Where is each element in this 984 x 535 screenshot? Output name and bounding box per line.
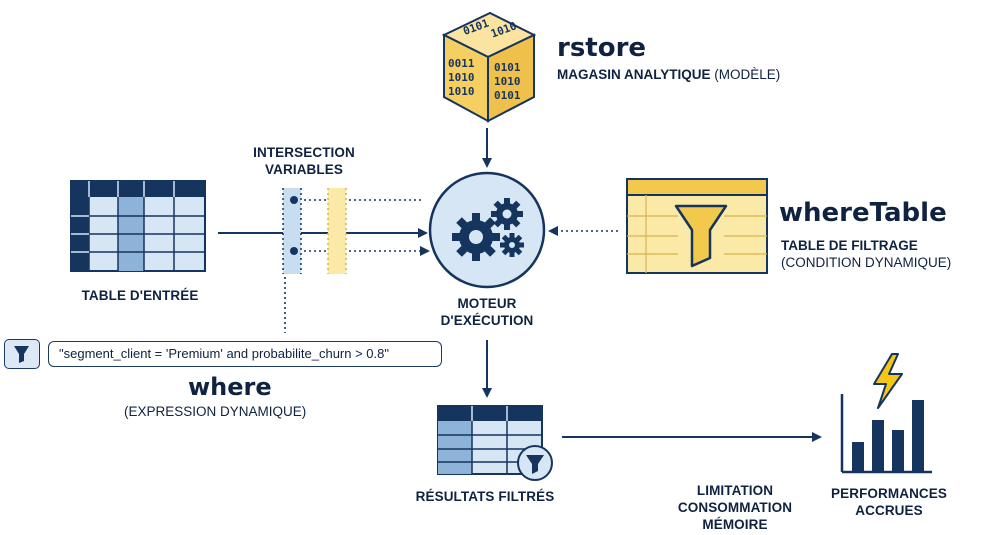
wheretable-subtitle1: TABLE DE FILTRAGE — [781, 238, 918, 253]
memory-line1: LIMITATION — [696, 483, 774, 498]
intersection-label: INTERSECTION VARIABLES — [244, 144, 364, 178]
binary-cube-icon: 0011 1010 1010 0101 1010 0101 0101 1010 — [441, 11, 537, 123]
svg-text:0101: 0101 — [494, 89, 521, 102]
memory-line3: MÉMOIRE — [702, 517, 768, 532]
where-subtitle: (EXPRESSION DYNAMIQUE) — [124, 404, 307, 419]
memory-line2: CONSOMMATION — [677, 500, 793, 515]
gears-icon — [428, 171, 546, 289]
variable-columns — [282, 188, 347, 274]
results-table-icon — [437, 405, 553, 481]
filter-button[interactable] — [4, 339, 40, 369]
rstore-subtitle: MAGASIN ANALYTIQUE (MODÈLE) — [557, 66, 780, 83]
intersection-line2: VARIABLES — [265, 162, 343, 177]
results-label: RÉSULTATS FILTRÉS — [415, 489, 555, 504]
rstore-subtitle-bold: MAGASIN ANALYTIQUE — [557, 67, 711, 82]
svg-text:1010: 1010 — [448, 85, 475, 98]
filter-icon — [14, 346, 29, 363]
funnel-icon — [626, 178, 768, 274]
memory-label: LIMITATION CONSOMMATION MÉMOIRE — [655, 482, 815, 533]
engine-line1: MOTEUR — [457, 296, 517, 311]
svg-text:0101: 0101 — [494, 61, 521, 74]
svg-text:1010: 1010 — [494, 75, 521, 88]
input-table-label: TABLE D'ENTRÉE — [81, 288, 199, 303]
rstore-title: rstore — [557, 33, 647, 63]
rstore-subtitle-rest: (MODÈLE) — [710, 67, 781, 82]
engine-label: MOTEUR D'EXÉCUTION — [417, 295, 557, 329]
performance-line1: PERFORMANCES — [831, 486, 947, 501]
svg-text:1010: 1010 — [448, 71, 475, 84]
wheretable-title: whereTable — [779, 198, 947, 228]
svg-text:0011: 0011 — [448, 57, 475, 70]
engine-line2: D'EXÉCUTION — [440, 313, 534, 328]
wheretable-subtitle: TABLE DE FILTRAGE (CONDITION DYNAMIQUE) — [781, 237, 951, 271]
performance-label: PERFORMANCES ACCRUES — [813, 485, 965, 519]
wheretable-subtitle2: (CONDITION DYNAMIQUE) — [781, 255, 952, 270]
intersection-line1: INTERSECTION — [253, 145, 355, 160]
spreadsheet-icon — [70, 180, 206, 272]
where-title: where — [188, 373, 272, 401]
performance-line2: ACCRUES — [855, 503, 923, 518]
bar-chart-icon — [840, 353, 932, 474]
lightning-icon — [873, 353, 903, 409]
where-expression-field[interactable]: "segment_client = 'Premium' and probabil… — [48, 341, 442, 367]
